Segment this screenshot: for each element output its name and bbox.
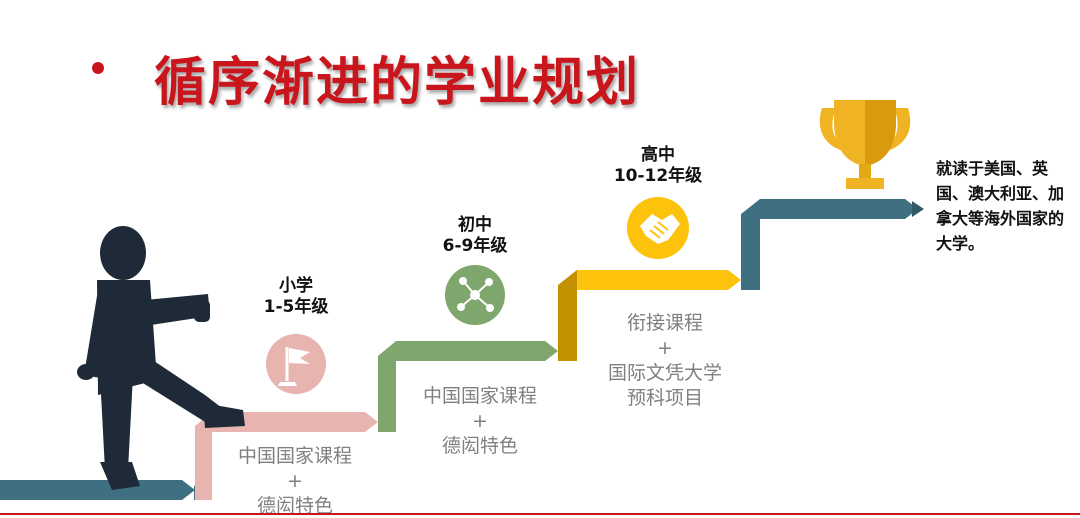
desc-line: 德闳特色 [441, 435, 518, 457]
stage-middle-desc: 中国国家课程 + 德闳特色 [405, 384, 555, 459]
stage-middle-grade: 6-9年级 [442, 236, 508, 256]
flag-icon [266, 334, 326, 394]
stage-high-label: 高中 10-12年级 [603, 145, 713, 187]
base-step [0, 478, 203, 500]
desc-line: + [287, 470, 303, 492]
desc-line: 中国国家课程 [237, 445, 352, 467]
goal-text: 就读于美国、英国、澳大利亚、加拿大等海外国家的大学。 [936, 159, 1065, 253]
stage-high-name: 高中 [641, 145, 675, 165]
stage-high-desc: 衔接课程 + 国际文凭大学 预科项目 [585, 311, 745, 411]
desc-line: 衔接课程 [626, 312, 703, 334]
desc-line: + [472, 410, 488, 432]
stage-middle-label: 初中 6-9年级 [430, 215, 520, 257]
title-bullet [92, 62, 104, 74]
handshake-icon [627, 197, 689, 259]
step-high [558, 270, 741, 361]
desc-line: 国际文凭大学 [607, 362, 722, 384]
stage-primary-name: 小学 [279, 276, 313, 296]
stage-primary-grade: 1-5年级 [263, 297, 329, 317]
bottom-divider [0, 513, 1080, 515]
network-icon [445, 265, 505, 325]
desc-line: 预科项目 [626, 387, 703, 409]
stage-middle-name: 初中 [458, 215, 492, 235]
step-top [741, 199, 924, 290]
step-middle [378, 341, 558, 432]
person-silhouette [77, 226, 245, 490]
desc-line: 中国国家课程 [422, 385, 537, 407]
stage-primary-label: 小学 1-5年级 [256, 276, 336, 318]
desc-line: + [657, 337, 673, 359]
stage-high-grade: 10-12年级 [613, 166, 703, 186]
page-title: 循序渐进的学业规划 [154, 53, 641, 113]
stage-primary-desc: 中国国家课程 + 德闳特色 [220, 444, 370, 518]
trophy-icon [819, 100, 911, 189]
desc-line: 德闳特色 [256, 495, 333, 517]
